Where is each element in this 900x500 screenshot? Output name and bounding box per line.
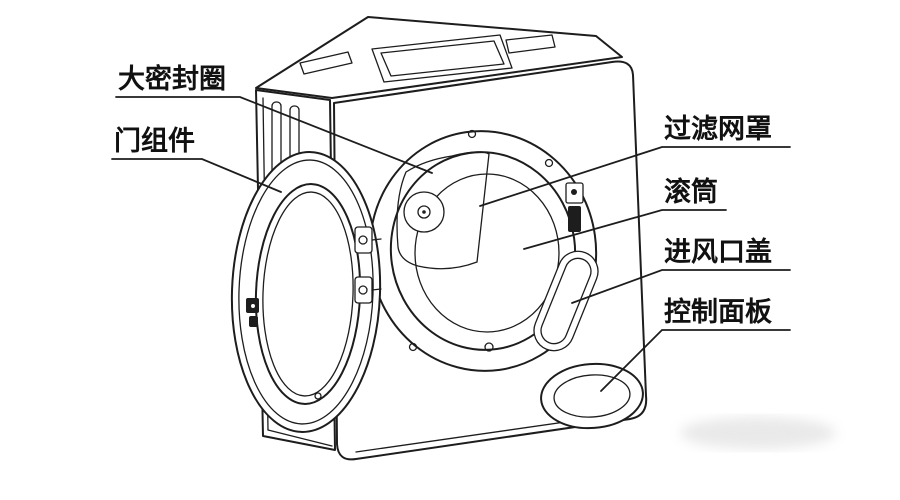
filter-mesh-cover-drawing: [396, 151, 490, 270]
leader-filter-mesh-cover: [479, 146, 791, 207]
leader-air-inlet-cover: [571, 269, 791, 304]
label-big-seal-ring: 大密封圈: [118, 63, 226, 95]
front-screw-hole: [484, 342, 494, 352]
air-inlet-cover-drawing: [533, 250, 599, 352]
drum-latch: [565, 182, 584, 232]
dryer-top-panel: [255, 16, 623, 99]
label-control-panel: 控制面板: [664, 297, 772, 328]
door-latch: [246, 298, 259, 327]
leader-big-seal-ring: [115, 96, 433, 174]
watermark: [680, 417, 836, 449]
top-slot-left: [299, 51, 353, 75]
label-filter-mesh-cover: 过滤网罩: [664, 114, 772, 145]
dryer-front-panel: [333, 60, 648, 461]
door-hinge-bottom: [354, 276, 382, 304]
part-labels: 大密封圈 门组件 过滤网罩 滚筒 进风口盖 控制面板: [114, 63, 772, 328]
top-slot-right: [505, 34, 556, 54]
label-door-assembly: 门组件: [114, 125, 195, 157]
leader-drum: [523, 209, 727, 250]
door-hinge-top: [354, 226, 382, 254]
leader-control-panel: [600, 329, 791, 392]
leader-door-assembly: [111, 158, 282, 193]
door-pin: [314, 392, 322, 400]
rim-bolt: [408, 342, 418, 352]
top-opening-inner: [380, 40, 505, 77]
top-opening-outer: [371, 34, 513, 83]
rim-bolt: [544, 158, 554, 168]
leader-lines: [111, 96, 791, 392]
rim-bolt: [467, 129, 477, 139]
control-panel-drawing: [540, 362, 644, 430]
label-air-inlet-cover: 进风口盖: [664, 237, 772, 268]
door-assembly-drawing: [230, 151, 382, 433]
door-window-inner: [262, 191, 354, 397]
label-drum: 滚筒: [664, 176, 718, 208]
